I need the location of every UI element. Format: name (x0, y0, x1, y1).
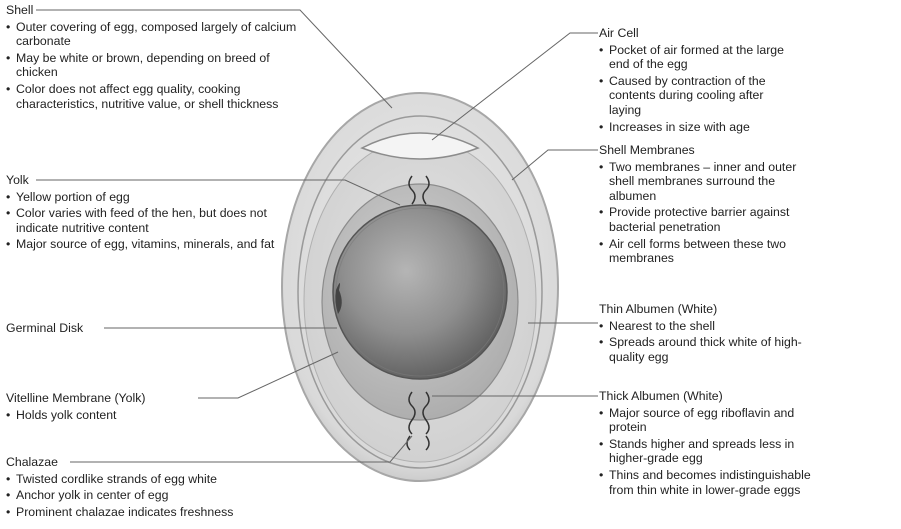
label-shell-bullet: May be white or brown, depending on bree… (6, 51, 302, 80)
label-yolk-bullet: Major source of egg, vitamins, minerals,… (6, 237, 278, 252)
label-thin-albumen-bullet: Spreads around thick white of high-quali… (599, 335, 814, 364)
label-chalazae-bullet: Twisted cordlike strands of egg white (6, 472, 286, 487)
label-thin-albumen-title: Thin Albumen (White) (599, 302, 717, 317)
label-thick-albumen-bullet: Thins and becomes indistinguishable from… (599, 468, 819, 497)
label-shell-bullet: Color does not affect egg quality, cooki… (6, 82, 302, 111)
label-shell-membranes-bullet: Provide protective barrier against bacte… (599, 205, 809, 234)
label-chalazae-bullet: Anchor yolk in center of egg (6, 488, 286, 503)
label-shell-bullet: Outer covering of egg, composed largely … (6, 20, 302, 49)
label-yolk: Yolk Yellow portion of egg Color varies … (6, 173, 278, 252)
label-germinal-disk: Germinal Disk (6, 321, 106, 336)
label-thick-albumen-bullet: Major source of egg riboflavin and prote… (599, 406, 819, 435)
label-air-cell-bullet: Increases in size with age (599, 120, 799, 135)
label-thin-albumen: Thin Albumen (White) Nearest to the shel… (599, 302, 814, 364)
label-yolk-bullet: Yellow portion of egg (6, 190, 278, 205)
label-shell-title: Shell (6, 3, 33, 18)
label-air-cell: Air Cell Pocket of air formed at the lar… (599, 26, 799, 134)
label-shell-membranes-bullet: Air cell forms between these two membran… (599, 237, 809, 266)
yolk (333, 205, 507, 379)
label-shell: Shell Outer covering of egg, composed la… (6, 3, 302, 111)
label-yolk-title: Yolk (6, 173, 29, 188)
label-shell-membranes-bullet: Two membranes – inner and outer shell me… (599, 160, 809, 204)
label-air-cell-title: Air Cell (599, 26, 639, 41)
label-vitelline: Vitelline Membrane (Yolk) Holds yolk con… (6, 391, 206, 422)
label-chalazae-title: Chalazae (6, 455, 58, 470)
label-thick-albumen: Thick Albumen (White) Major source of eg… (599, 389, 819, 497)
label-thick-albumen-bullet: Stands higher and spreads less in higher… (599, 437, 819, 466)
label-air-cell-bullet: Pocket of air formed at the large end of… (599, 43, 799, 72)
label-air-cell-bullet: Caused by contraction of the contents du… (599, 74, 799, 118)
label-shell-membranes: Shell Membranes Two membranes – inner an… (599, 143, 809, 266)
label-yolk-bullet: Color varies with feed of the hen, but d… (6, 206, 278, 235)
label-shell-membranes-title: Shell Membranes (599, 143, 695, 158)
label-vitelline-title: Vitelline Membrane (Yolk) (6, 391, 145, 406)
label-thin-albumen-bullet: Nearest to the shell (599, 319, 814, 334)
label-vitelline-bullet: Holds yolk content (6, 408, 206, 423)
label-thick-albumen-title: Thick Albumen (White) (599, 389, 723, 404)
label-chalazae: Chalazae Twisted cordlike strands of egg… (6, 455, 286, 519)
label-chalazae-bullet: Prominent chalazae indicates freshness (6, 505, 286, 520)
label-germinal-disk-title: Germinal Disk (6, 321, 83, 336)
